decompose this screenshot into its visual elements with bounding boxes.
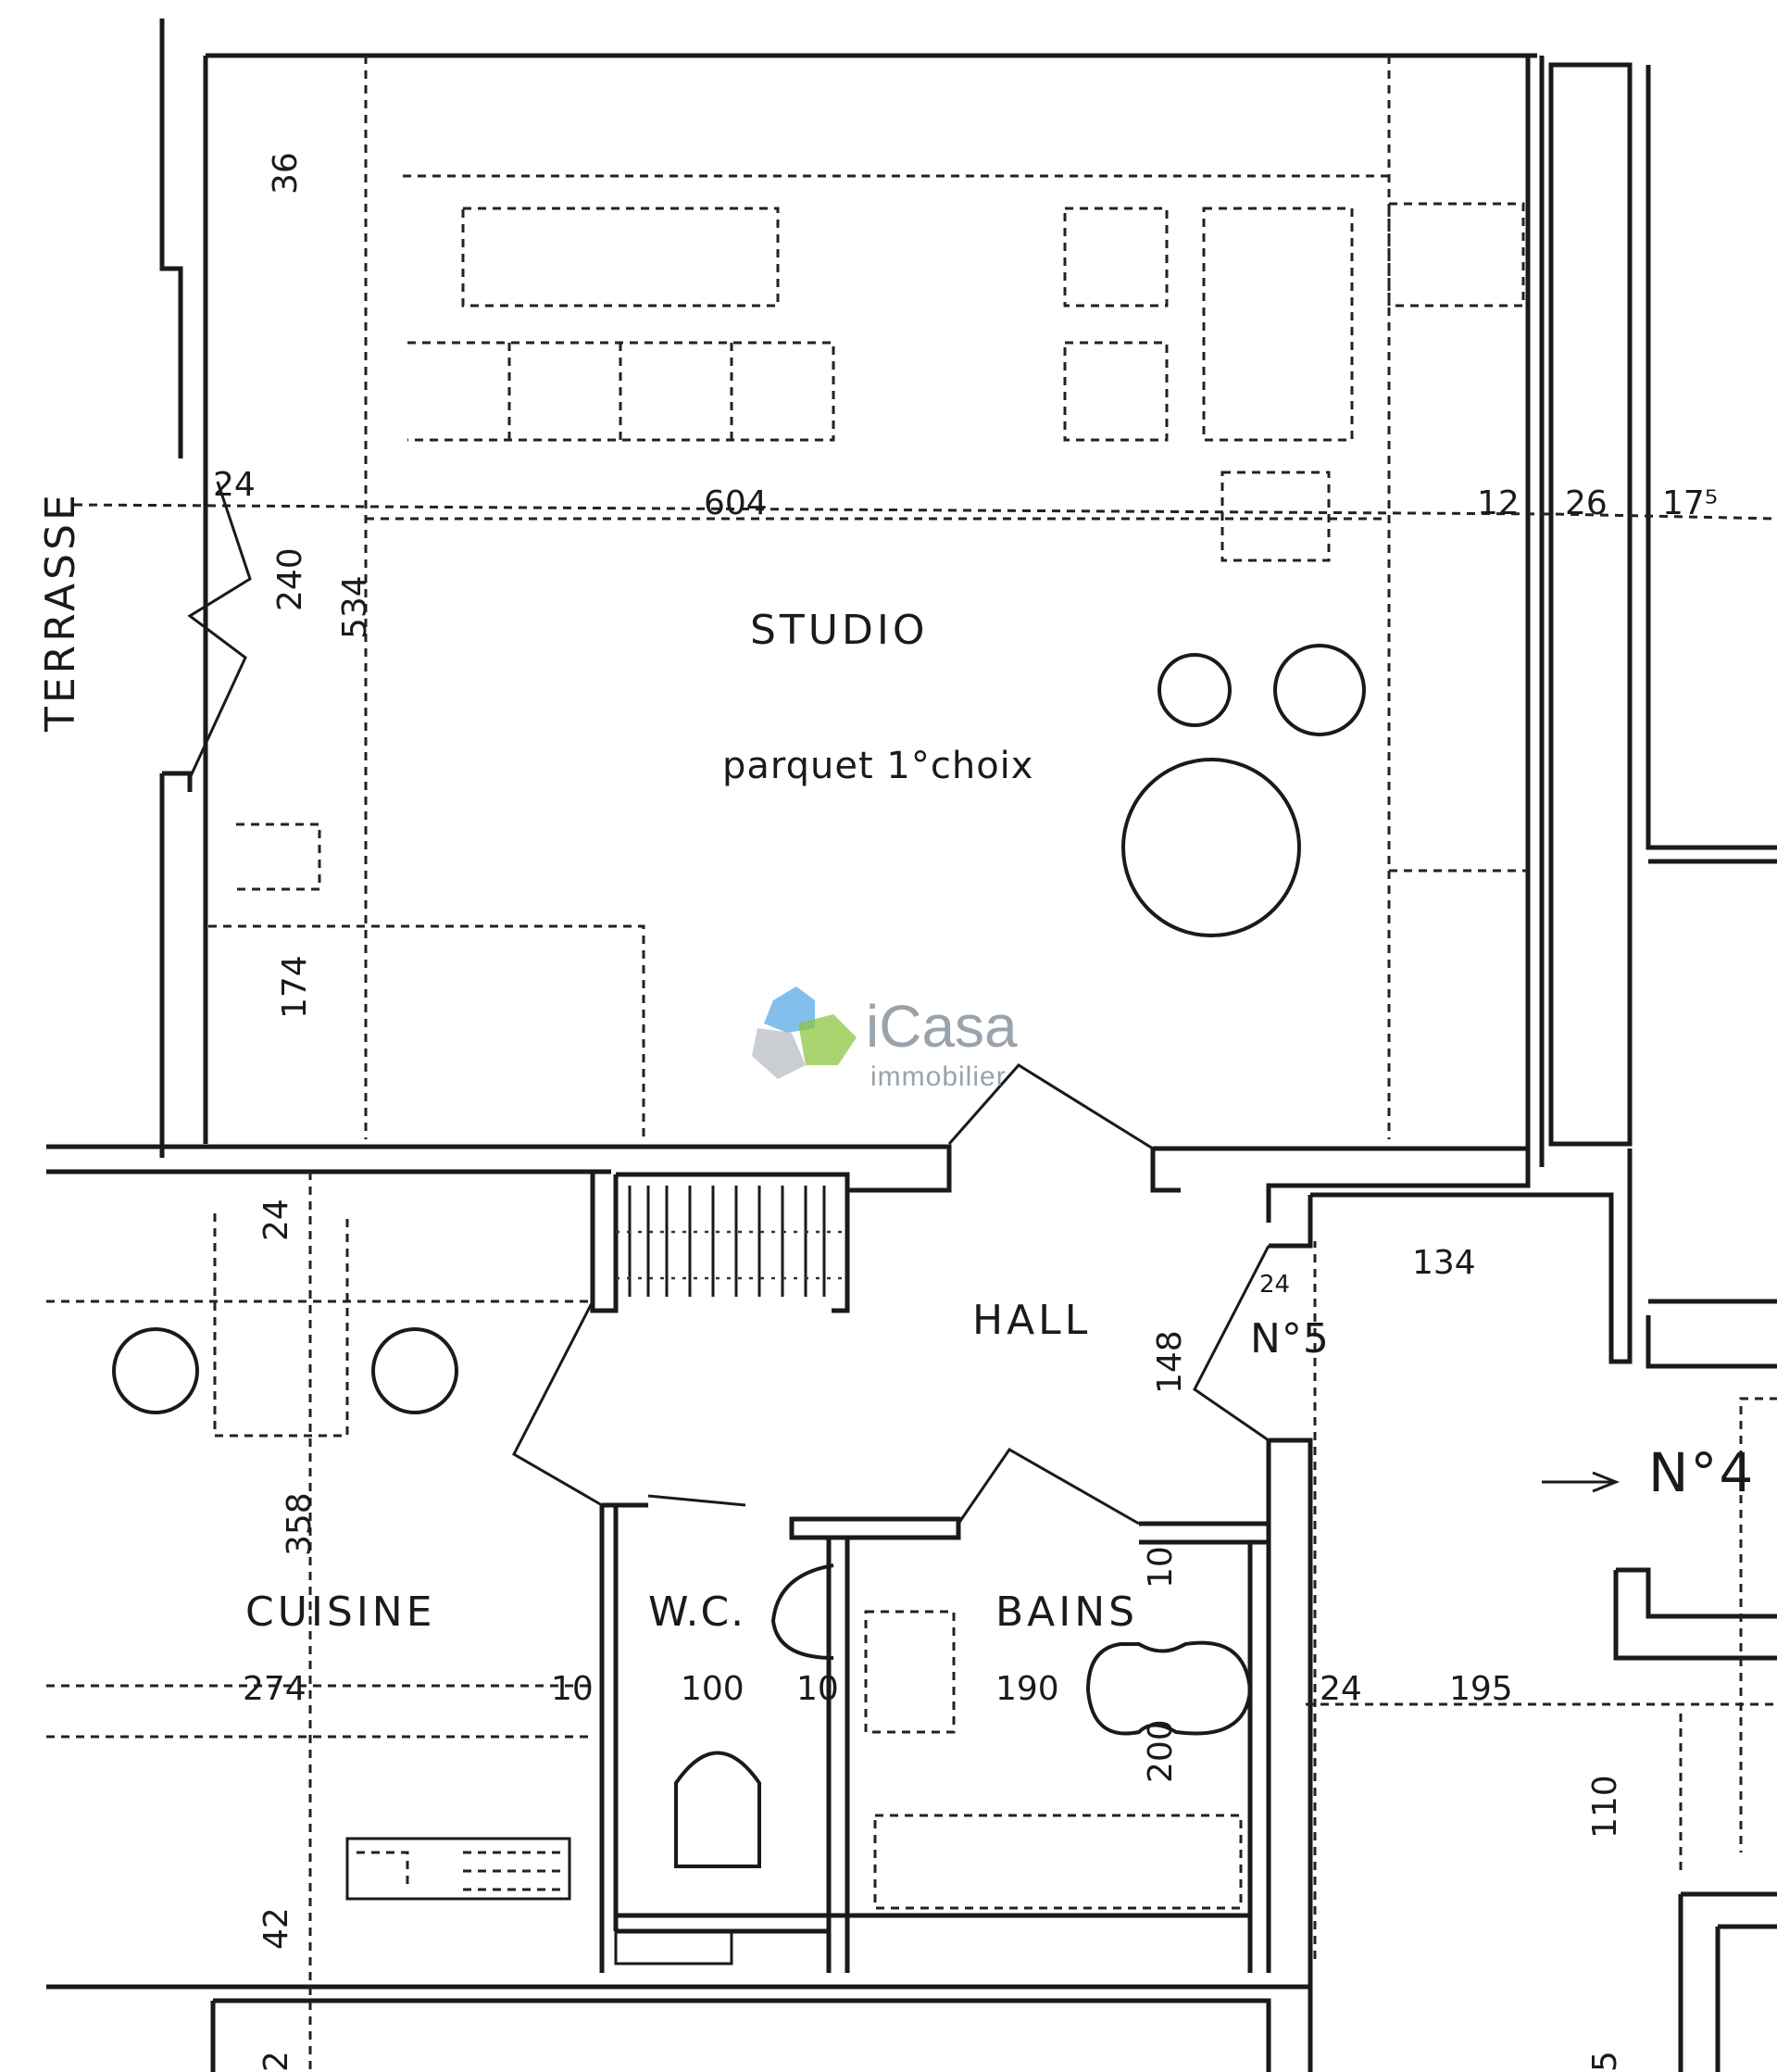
- dim-24c: 24: [1259, 1271, 1290, 1299]
- dim-10b: 10: [796, 1670, 839, 1708]
- bains-label: BAINS: [995, 1589, 1138, 1636]
- walls: [46, 19, 1777, 2072]
- wc-label: W.C.: [648, 1589, 745, 1636]
- dim-534: 534: [336, 575, 374, 639]
- dim-604: 604: [704, 484, 768, 522]
- dim-12: 12: [1477, 484, 1520, 522]
- staircase: [616, 1186, 847, 1297]
- studio-label: STUDIO: [750, 607, 929, 654]
- unit-5-label: N°5: [1250, 1315, 1330, 1362]
- puzzle-icon: [764, 986, 815, 1033]
- dimensions: 36 604 12 26 17⁵ 24 240 534 174 24 134 2…: [213, 152, 1718, 2072]
- dim-36: 36: [267, 152, 305, 195]
- door-swings: [187, 481, 1621, 1526]
- terrasse-label: TERRASSE: [37, 491, 84, 733]
- dim-17-5: 17⁵: [1662, 484, 1718, 522]
- cuisine-label: CUISINE: [245, 1589, 436, 1636]
- dim-100: 100: [681, 1670, 745, 1708]
- hall-label: HALL: [972, 1297, 1091, 1344]
- furniture: [46, 56, 1777, 2072]
- logo-brand: iCasa: [866, 993, 1018, 1060]
- dim-24b: 24: [257, 1199, 295, 1241]
- dim-26: 26: [1565, 484, 1608, 522]
- logo-tagline: immobilier: [870, 1061, 1007, 1092]
- dim-274: 274: [243, 1670, 307, 1708]
- dim-24a: 24: [213, 466, 256, 504]
- dim-5: 5: [1586, 2051, 1624, 2072]
- dim-10c: 10: [1142, 1546, 1180, 1589]
- floor-type-label: parquet 1°choix: [722, 745, 1033, 787]
- dim-358: 358: [281, 1492, 319, 1556]
- dim-190: 190: [995, 1670, 1059, 1708]
- room-labels: TERRASSE STUDIO parquet 1°choix HALL CUI…: [37, 491, 1755, 1636]
- dim-195: 195: [1449, 1670, 1513, 1708]
- unit-4-label: N°4: [1648, 1441, 1755, 1504]
- dim-24d: 24: [1320, 1670, 1362, 1708]
- dim-134: 134: [1412, 1244, 1476, 1282]
- dim-148: 148: [1151, 1330, 1189, 1394]
- dim-240: 240: [271, 547, 309, 611]
- puzzle-piece-grey: [752, 1028, 806, 1079]
- dim-2: 2: [257, 2051, 295, 2072]
- dim-42: 42: [257, 1907, 295, 1950]
- dim-200: 200: [1142, 1719, 1180, 1783]
- dim-174: 174: [276, 955, 314, 1019]
- icasa-logo: iCasa immobilier: [752, 986, 1018, 1092]
- dim-10a: 10: [551, 1670, 594, 1708]
- dim-110: 110: [1586, 1775, 1624, 1839]
- puzzle-piece-green: [798, 1014, 857, 1065]
